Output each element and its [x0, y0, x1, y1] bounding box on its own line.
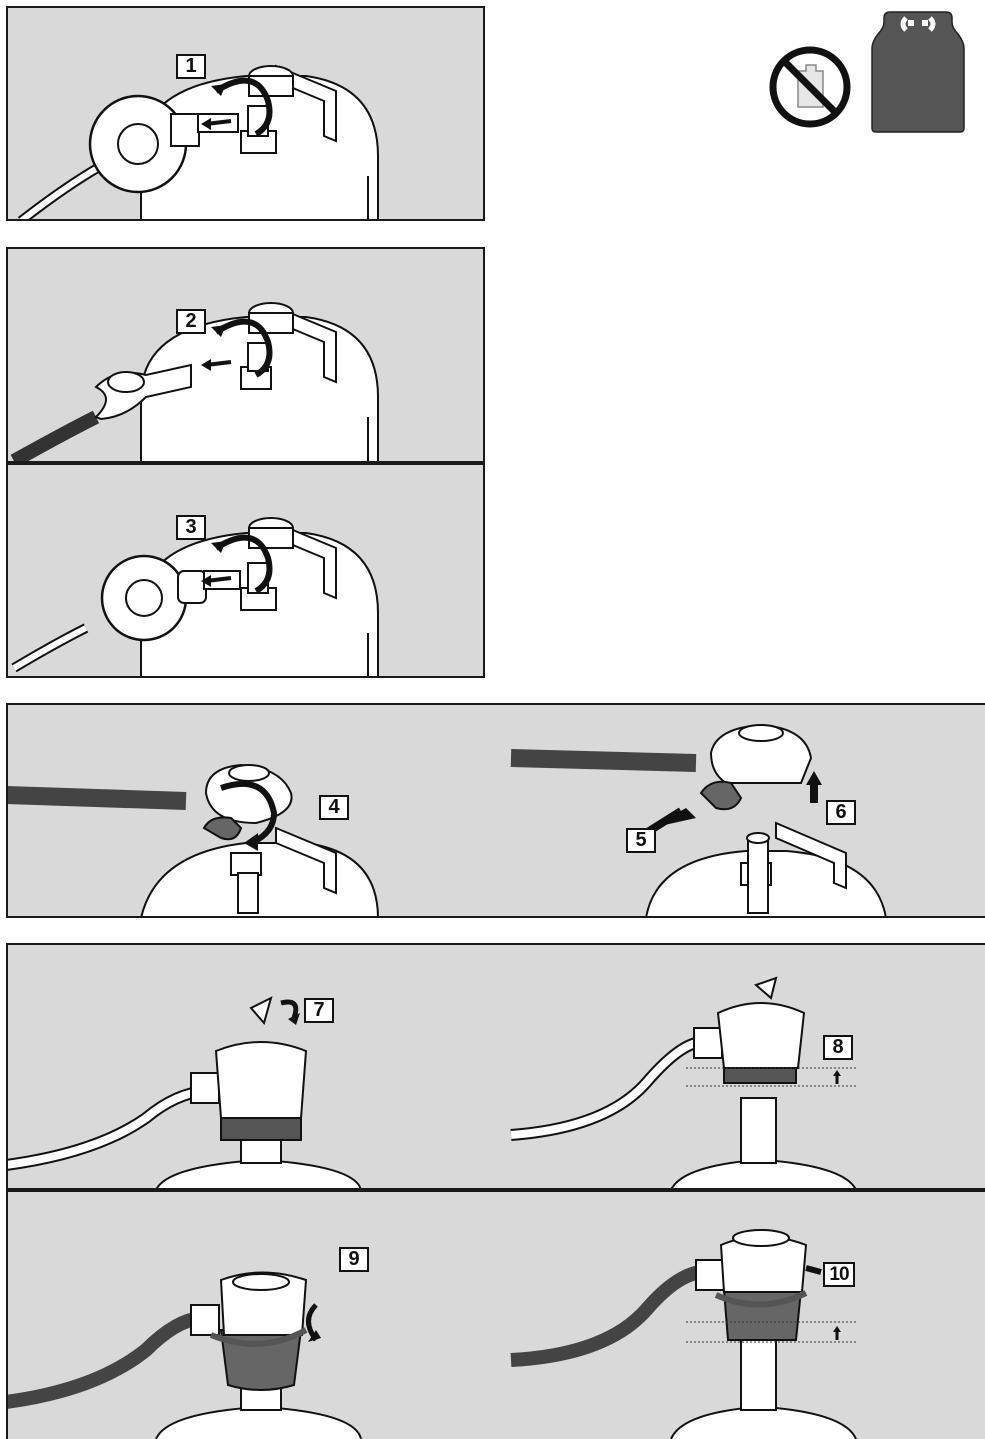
gas-cylinder-icon [870, 6, 966, 134]
step-3-panel: 3 [6, 463, 485, 678]
step-7-8-panel: 7 8 [6, 943, 985, 1190]
step-number: 1 [176, 54, 206, 79]
step-2-panel: 2 [6, 247, 485, 463]
step-number: 7 [304, 998, 334, 1023]
step-number: 3 [176, 515, 206, 540]
step-1-panel: 1 [6, 6, 485, 221]
step-number: 9 [339, 1247, 369, 1272]
step-9-10-panel: 9 10 [6, 1190, 985, 1439]
no-empty-bottle-icon [768, 45, 852, 129]
step-number: 8 [823, 1035, 853, 1060]
step-number: 10 [823, 1262, 855, 1287]
step-number: 4 [319, 795, 349, 820]
step-4-6-panel: 4 5 6 [6, 703, 985, 918]
step-number: 2 [176, 309, 206, 334]
step-number: 6 [826, 800, 856, 825]
step-number: 5 [626, 828, 656, 853]
